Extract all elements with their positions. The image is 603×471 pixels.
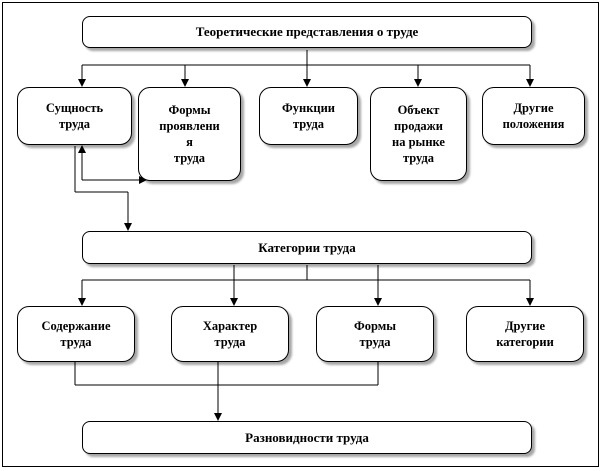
box-funktsii-truda: Функции труда bbox=[259, 87, 358, 145]
box-obekt-prodazhi: Объект продажи на рынке труда bbox=[370, 87, 467, 181]
theory-box: Теоретические представления о труде bbox=[82, 16, 532, 48]
box-soderzhanie-truda: Содержание труда bbox=[17, 306, 135, 362]
box-drugie-kategorii: Другие категории bbox=[466, 306, 584, 362]
box-drugie-polozheniya: Другие положения bbox=[482, 87, 585, 145]
box-formy-proyavleniya: Формы проявлени я труда bbox=[138, 87, 241, 181]
box-kategorii-truda: Категории труда bbox=[82, 231, 532, 264]
box-formy-truda: Формы труда bbox=[316, 306, 434, 362]
box-raznovidnosti-truda: Разновидности труда bbox=[82, 421, 532, 454]
box-sushchnost-truda: Сущность труда bbox=[17, 87, 132, 145]
box-kharakter-truda: Характер труда bbox=[171, 306, 289, 362]
